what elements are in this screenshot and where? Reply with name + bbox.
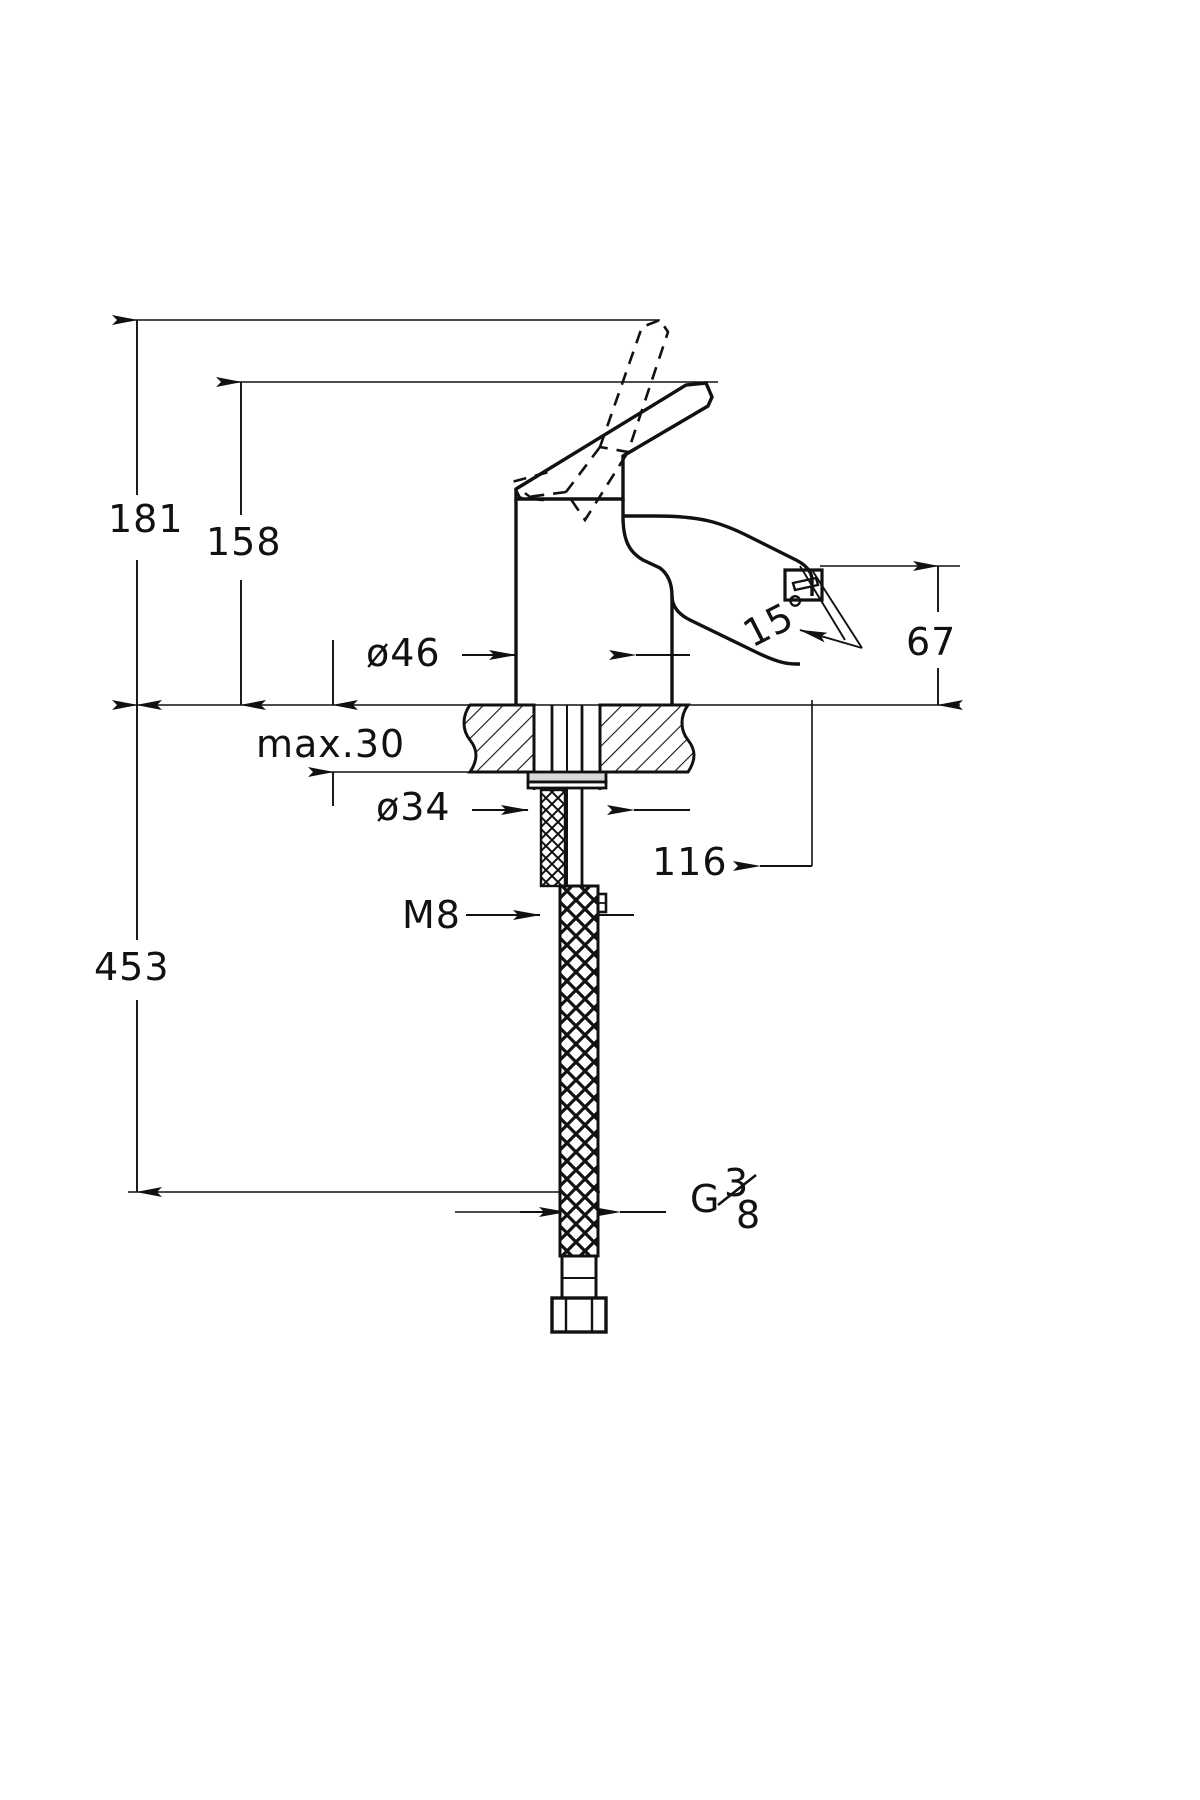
g38-g: G: [690, 1177, 720, 1221]
label-thread-m8: M8: [402, 893, 461, 937]
dimension-labels: 181 158 ø46 max.30 ø34 M8 116 67 453 15°…: [94, 497, 956, 1237]
lever-raised-phantom: [510, 318, 670, 523]
aerator-angle-leaders: [799, 565, 863, 649]
hose-hex-nut: [550, 1296, 608, 1334]
lever-handle: [514, 381, 714, 501]
extension-lines: [128, 319, 960, 1213]
label-aerator-angle-15deg: 15°: [736, 585, 819, 656]
label-height-181: 181: [108, 497, 184, 541]
label-spout-height-158: 158: [206, 520, 282, 564]
horizontal-dimension-lines: [462, 650, 812, 1217]
label-total-453: 453: [94, 945, 170, 989]
label-spout-reach-116: 116: [652, 840, 728, 884]
label-body-diameter-46: ø46: [366, 631, 441, 675]
hose-ferrule: [560, 1254, 598, 1300]
countertop-section: [462, 703, 696, 774]
label-base-diameter-34: ø34: [376, 785, 451, 829]
faucet-body: [514, 499, 674, 705]
label-hose-connection-g38: G 3 8: [690, 1161, 761, 1237]
label-outlet-height-67: 67: [906, 620, 956, 664]
spout-lower-arm: [670, 595, 800, 666]
label-max-counter-30: max.30: [256, 722, 405, 766]
g38-denominator: 8: [736, 1193, 761, 1237]
vertical-dimension-lines: [112, 315, 963, 1197]
mounting-washer: [526, 770, 608, 790]
m8-thread: [539, 788, 567, 888]
spout-upper-arm: [623, 514, 814, 596]
flexible-hose: [558, 884, 600, 1258]
lever-pivot-arc: [524, 492, 545, 502]
aerator-housing: [783, 568, 824, 602]
